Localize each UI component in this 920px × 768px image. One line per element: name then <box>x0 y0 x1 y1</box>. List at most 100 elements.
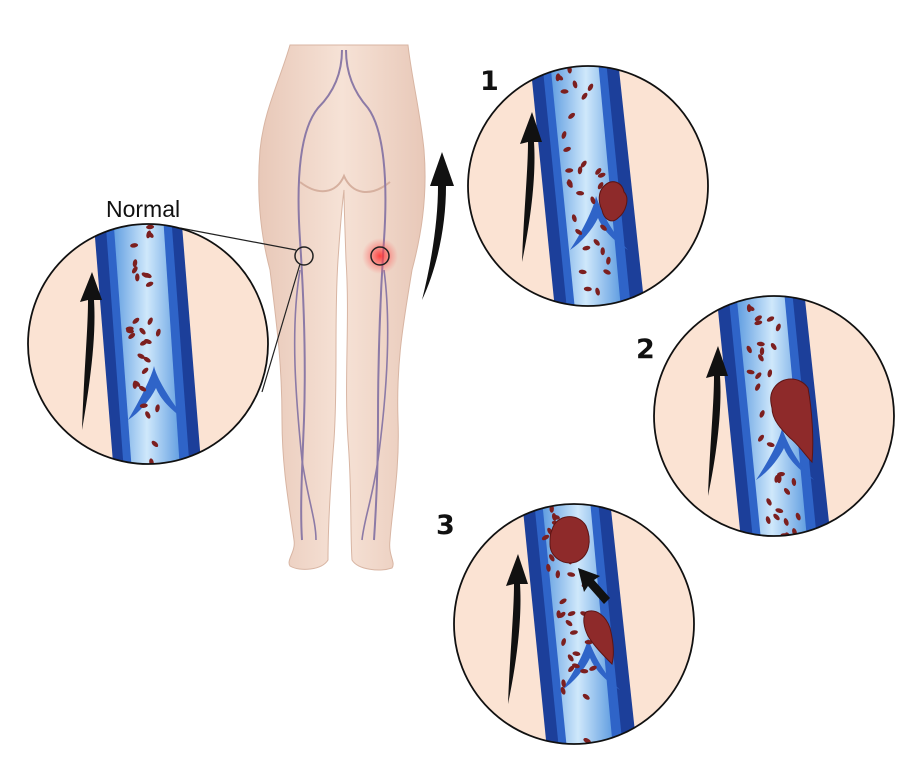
red-blood-cell <box>143 356 151 363</box>
red-blood-cell <box>145 411 151 419</box>
red-blood-cell <box>756 341 765 347</box>
red-blood-cell <box>583 286 592 292</box>
red-blood-cell <box>568 112 576 119</box>
red-blood-cell <box>555 570 561 579</box>
red-blood-cell <box>155 404 160 413</box>
label-normal: Normal <box>106 196 181 222</box>
red-blood-cell <box>766 316 775 322</box>
blood-cells <box>746 296 801 536</box>
red-blood-cell <box>131 266 138 274</box>
red-blood-cell <box>783 518 789 526</box>
red-blood-cell <box>599 309 608 317</box>
red-blood-cell <box>795 512 801 521</box>
red-blood-cell <box>565 168 574 173</box>
blood-flow-arrow <box>80 272 102 430</box>
red-blood-cell <box>582 245 591 251</box>
red-blood-cell <box>561 131 567 139</box>
red-blood-cell <box>765 516 771 524</box>
red-blood-cell <box>133 380 141 387</box>
red-blood-cell <box>149 458 154 464</box>
red-blood-cell <box>754 383 761 391</box>
red-blood-cell <box>578 269 587 275</box>
normal-site-marker <box>294 246 314 266</box>
red-blood-cell <box>577 166 583 175</box>
clot-site-marker <box>370 246 390 266</box>
blood-flow-arrow <box>506 554 528 704</box>
red-blood-cell <box>140 340 148 346</box>
blood-cells <box>555 54 611 318</box>
red-blood-cell <box>777 475 782 484</box>
red-blood-cell <box>747 305 755 311</box>
red-blood-cell <box>559 598 567 605</box>
blood-cells <box>124 224 178 475</box>
callout-lines <box>179 227 301 393</box>
great-saphenous-vein-left-branch <box>293 269 317 541</box>
red-blood-cell <box>758 354 764 362</box>
red-blood-cell <box>567 572 576 577</box>
red-blood-cell <box>575 229 583 235</box>
red-blood-cell <box>603 269 611 275</box>
red-blood-cell <box>139 327 146 335</box>
red-blood-cell <box>541 534 550 541</box>
red-blood-cell <box>569 630 578 635</box>
red-blood-cell <box>132 259 138 268</box>
red-blood-cell <box>770 342 777 351</box>
vein-valve <box>756 428 814 480</box>
buttock-crease <box>299 173 391 193</box>
red-blood-cell <box>767 369 773 378</box>
label-stage-2: 2 <box>636 334 655 365</box>
red-blood-cell <box>582 693 590 700</box>
red-blood-cell <box>597 182 604 190</box>
red-blood-cell <box>556 490 561 498</box>
red-blood-cell <box>754 315 762 321</box>
red-blood-cell <box>152 466 161 475</box>
red-blood-cell <box>130 243 139 248</box>
blood-flow-arrow <box>706 346 728 496</box>
red-blood-cell <box>561 638 566 646</box>
red-blood-cell <box>567 654 574 662</box>
red-blood-cell <box>600 247 605 256</box>
red-blood-cell <box>144 272 152 279</box>
red-blood-cell <box>169 463 178 464</box>
red-blood-cell <box>754 320 763 326</box>
blood-clot-residual <box>583 610 614 665</box>
red-blood-cell <box>759 347 765 356</box>
magnified-circle-stage-2 <box>653 295 895 537</box>
magnified-circle-normal <box>27 223 269 475</box>
red-blood-cell <box>563 146 571 152</box>
red-blood-cell <box>139 403 148 408</box>
red-blood-cell <box>775 323 781 332</box>
red-blood-cell <box>556 74 564 81</box>
magnified-circle-stage-3 <box>453 490 695 745</box>
red-blood-cell <box>567 611 576 617</box>
red-blood-cell <box>775 508 784 513</box>
red-blood-cell <box>549 554 555 562</box>
magnified-circle-stage-1 <box>467 54 709 318</box>
vein-valve <box>570 196 628 250</box>
label-stage-1: 1 <box>480 66 499 97</box>
red-blood-cell <box>600 310 609 318</box>
red-blood-cell <box>595 168 602 175</box>
red-blood-cell <box>571 214 577 223</box>
red-blood-cell <box>755 372 762 380</box>
red-blood-cell <box>580 54 586 63</box>
red-blood-cell <box>583 738 591 744</box>
red-blood-cell <box>580 668 589 674</box>
red-blood-cell <box>560 89 569 94</box>
red-blood-cell <box>155 328 161 337</box>
embolus-travel-arrow <box>578 568 610 604</box>
red-blood-cell <box>766 498 772 506</box>
red-blood-cell <box>746 369 755 375</box>
red-blood-cell <box>135 273 140 282</box>
red-blood-cell <box>581 92 588 100</box>
red-blood-cell <box>146 224 155 230</box>
red-blood-cell <box>576 190 585 196</box>
red-blood-cell <box>584 639 593 645</box>
red-blood-cell <box>147 231 154 238</box>
blood-clot-small <box>598 181 628 222</box>
red-blood-cell <box>606 256 611 265</box>
red-blood-cell <box>783 488 791 495</box>
red-blood-cell <box>560 686 566 695</box>
body-silhouette <box>258 44 426 571</box>
